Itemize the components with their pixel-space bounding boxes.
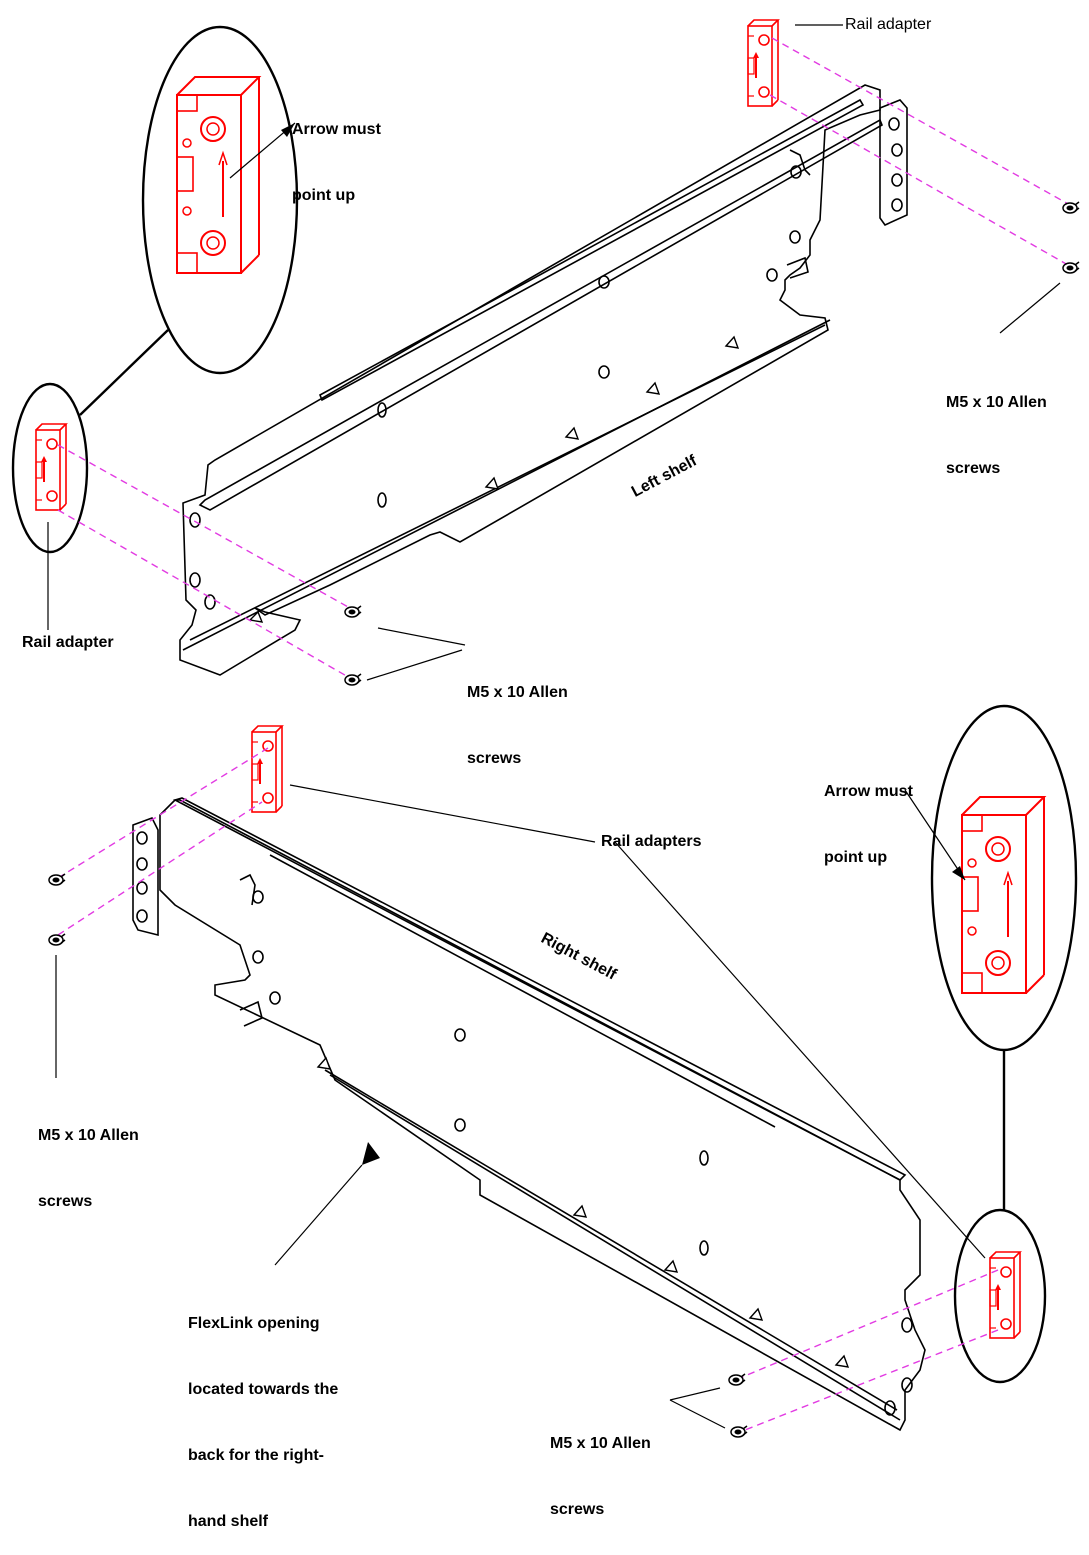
rail-installation-diagram	[11, 19, 1080, 1438]
screw-bottom-right-2	[730, 1425, 748, 1438]
screws-label-left-bottom-line-2: screws	[467, 750, 522, 767]
flexlink-note-line-4: hand shelf	[188, 1513, 269, 1530]
left-shelf-rivets	[248, 335, 740, 623]
guide-lines-bottom-right	[739, 1269, 999, 1433]
screw-top-right-2	[1062, 261, 1080, 274]
screw-left-2	[344, 673, 362, 686]
screws-label-bottom: M5 x 10 Allen screws	[550, 1389, 651, 1543]
detail-circle-small-left	[11, 382, 89, 554]
arrow-note-bottom-line-2: point up	[824, 849, 888, 866]
screw-left-1	[344, 605, 362, 618]
screws-label-left-bottom-line-1: M5 x 10 Allen	[467, 684, 568, 701]
arrow-note-top: Arrow must point up	[292, 75, 381, 229]
arrow-note-top-line-2: point up	[292, 187, 356, 204]
flexlink-note-line-1: FlexLink opening	[188, 1315, 320, 1332]
flexlink-note-line-3: back for the right-	[188, 1447, 325, 1464]
rail-adapter-detail-bottom	[961, 796, 1045, 994]
screws-label-top-right-line-1: M5 x 10 Allen	[946, 394, 1047, 411]
flexlink-note-line-2: located towards the	[188, 1381, 339, 1398]
rail-adapter-bottom-top	[251, 725, 283, 813]
screws-label-bottom-line-1: M5 x 10 Allen	[550, 1435, 651, 1452]
rail-adapters-label: Rail adapters	[601, 833, 702, 850]
left-shelf-drawing	[179, 84, 908, 676]
arrow-note-bottom: Arrow must point up	[824, 737, 913, 891]
guide-lines-left	[57, 444, 351, 679]
guide-lines-bottom-left	[57, 747, 269, 936]
arrow-head-bottom-detail	[952, 866, 965, 880]
flexlink-note: FlexLink opening located towards the bac…	[188, 1269, 338, 1555]
detail-circle-small-right	[953, 1208, 1047, 1384]
right-shelf-rivets	[316, 1056, 850, 1368]
rail-adapter-top	[747, 19, 779, 107]
arrow-note-top-line-1: Arrow must	[292, 121, 381, 138]
rail-adapter-detail-top	[176, 76, 260, 274]
guide-lines-top-right	[769, 37, 1071, 266]
arrow-note-bottom-line-1: Arrow must	[824, 783, 913, 800]
screws-label-top-right-line-2: screws	[946, 460, 1001, 477]
leader-lines-bottom	[55, 784, 986, 1429]
screws-label-top-right: M5 x 10 Allen screws	[946, 348, 1047, 502]
detail-connector-top	[79, 329, 169, 416]
rail-adapter-label-left: Rail adapter	[22, 634, 114, 651]
arrow-head-top-detail	[281, 123, 295, 137]
detail-circle-large-bottom	[930, 704, 1078, 1052]
screws-label-bottom-line-2: screws	[550, 1501, 605, 1518]
screw-bottom-left-2	[48, 933, 66, 946]
screw-bottom-right-1	[728, 1373, 746, 1386]
flexlink-arrow-head	[362, 1142, 380, 1165]
rail-adapter-right	[989, 1251, 1021, 1339]
rail-adapter-left	[35, 423, 67, 511]
screw-top-right-1	[1062, 201, 1080, 214]
screws-label-left-lower-line-1: M5 x 10 Allen	[38, 1127, 139, 1144]
screw-bottom-left-1	[48, 873, 66, 886]
detail-circle-large-top	[141, 25, 299, 375]
screws-label-left-bottom: M5 x 10 Allen screws	[467, 638, 568, 792]
screws-label-left-lower-line-2: screws	[38, 1193, 93, 1210]
right-shelf-drawing	[132, 797, 926, 1432]
screws-label-left-lower: M5 x 10 Allen screws	[38, 1081, 139, 1235]
rail-adapter-label-top: Rail adapter	[845, 16, 932, 33]
